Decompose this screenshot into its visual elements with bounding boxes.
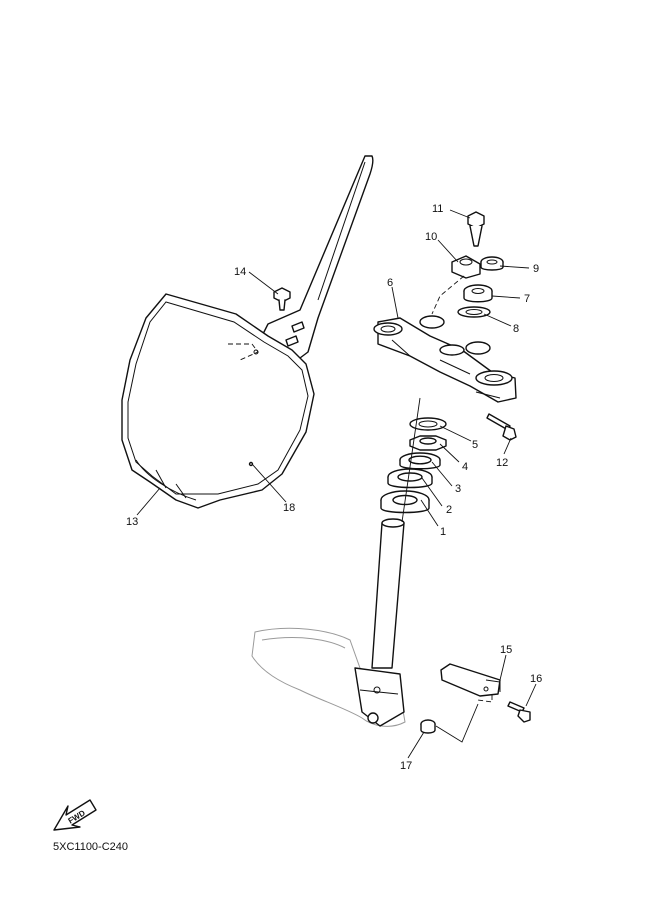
plate-bolt [273,287,291,311]
number-plate [121,155,374,509]
callout-10: 10 [425,231,437,243]
crown-nut [463,284,493,303]
washer-upper [457,306,491,318]
callout-4: 4 [462,461,468,473]
callout-leaders [136,209,537,759]
pinch-bolt [486,413,517,441]
callout-17: 17 [400,760,412,772]
steering-stem [354,518,405,727]
lower-bearing [380,490,430,514]
cable-guide [440,663,501,697]
callout-1: 1 [440,526,446,538]
handlebar-holder [451,255,481,279]
upper-bracket [373,315,517,403]
diagram-code: 5XC1100-C240 [53,841,128,853]
holder-bolt [467,211,485,247]
callout-16: 16 [530,673,542,685]
callout-13: 13 [126,516,138,528]
upper-bearing [399,452,441,470]
collar [420,719,436,734]
callout-7: 7 [524,293,530,305]
callout-5: 5 [472,439,478,451]
seal [387,468,433,489]
guide-bolt [507,701,531,723]
fwd-arrow: FWD [53,799,97,831]
callout-9: 9 [533,263,539,275]
callout-11: 11 [432,203,443,215]
callout-6: 6 [387,277,393,289]
callout-14: 14 [234,266,246,278]
damper [480,256,504,271]
callout-12: 12 [496,457,508,469]
ring-nut [409,435,447,451]
callout-8: 8 [513,323,519,335]
washer-lower [409,417,447,431]
callout-3: 3 [455,483,461,495]
callout-labels: 1 2 3 4 5 6 7 8 9 10 11 12 13 14 15 16 1… [126,203,542,772]
callout-15: 15 [500,644,512,656]
callout-18: 18 [283,502,295,514]
frame-outline [251,627,406,727]
callout-2: 2 [446,504,452,516]
